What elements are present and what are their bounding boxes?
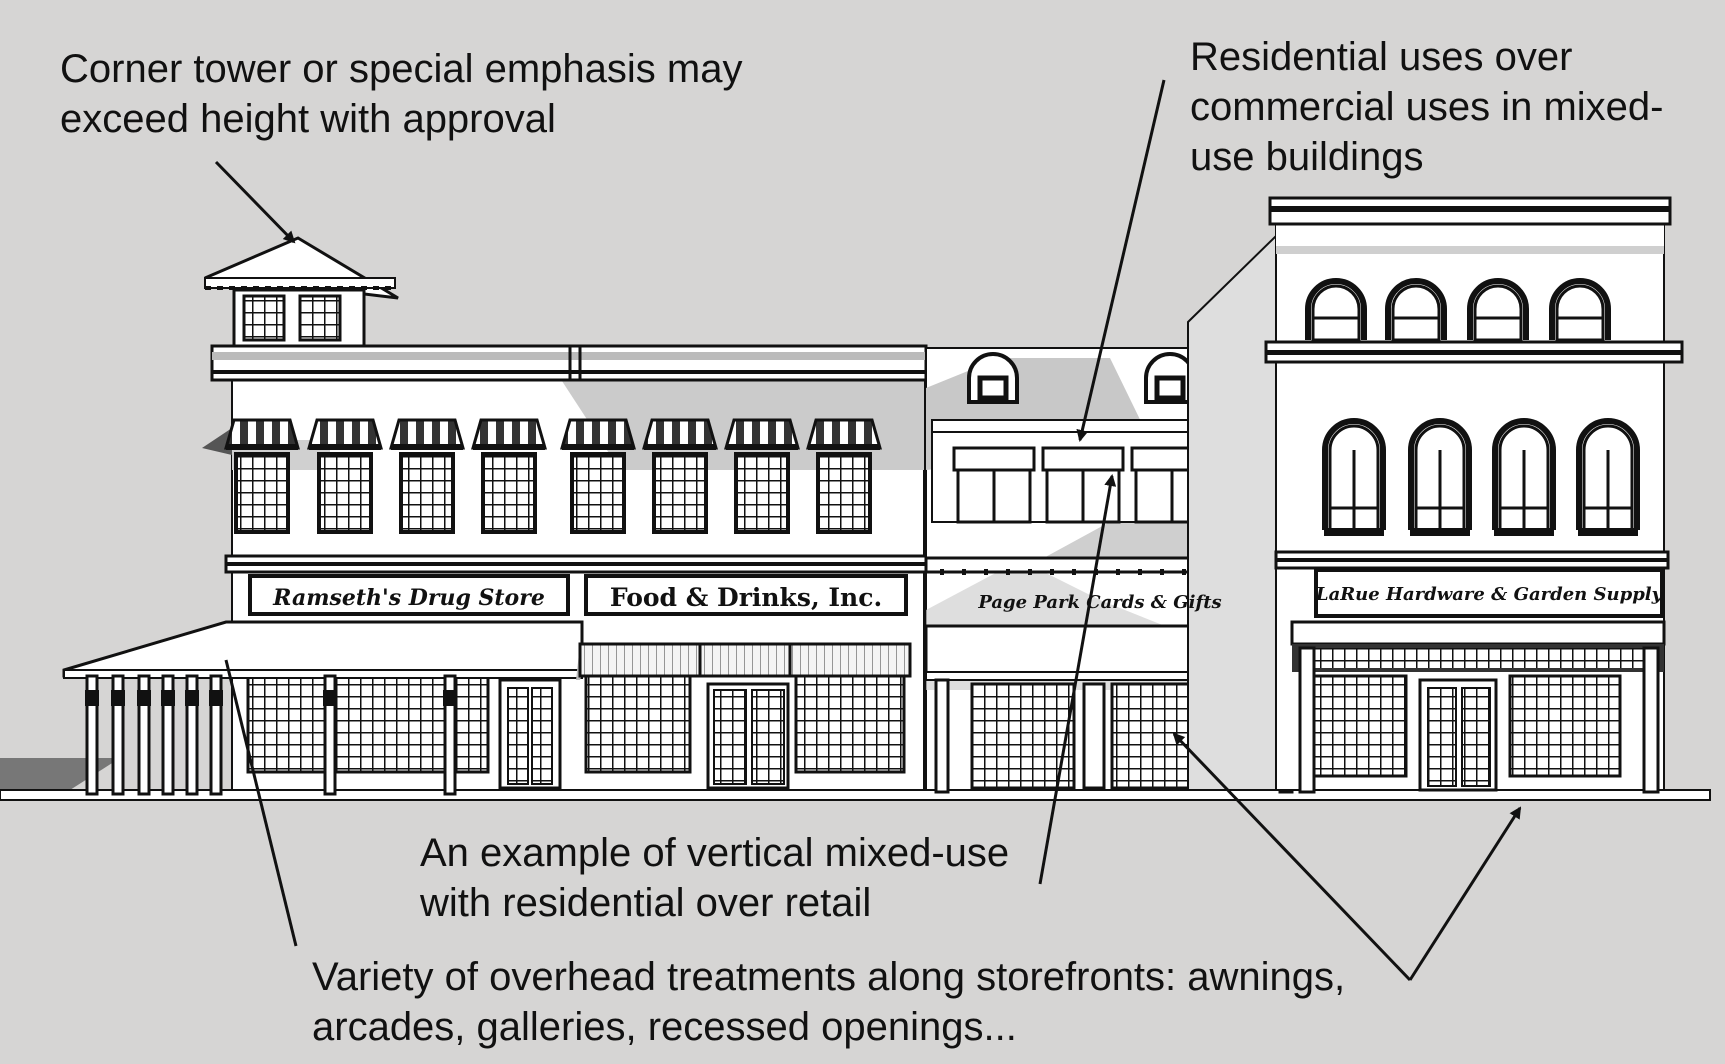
arched-windows-middle	[1322, 418, 1640, 536]
window-awning-valance	[726, 444, 798, 450]
window-awning-valance	[644, 444, 716, 450]
vertical-mixed-use-annotation: An example of vertical mixed-use with re…	[420, 828, 1009, 928]
tall-arched-window-frame	[1492, 418, 1556, 530]
fluted-awning	[578, 642, 912, 678]
tower-arrow	[214, 160, 296, 244]
residential-annotation-line-2: commercial uses in mixed-	[1190, 85, 1664, 129]
arched-window	[1311, 284, 1361, 342]
upper-window	[734, 452, 790, 534]
hardware-storefront	[1298, 646, 1660, 794]
window-awning	[471, 418, 547, 450]
tall-arched-window-frame	[1576, 418, 1640, 530]
window-awning	[642, 418, 718, 450]
bay-canopy	[952, 446, 1036, 472]
residential-windows	[952, 446, 1214, 524]
window-awning	[224, 418, 300, 450]
window-sill	[1410, 528, 1470, 536]
upper-window	[481, 452, 537, 534]
gallery-column	[185, 674, 199, 796]
residential-annotation-line-3: use buildings	[1190, 135, 1424, 179]
gallery-column	[323, 674, 337, 796]
dormer-pane	[1154, 375, 1186, 401]
arched-windows-top	[1305, 278, 1611, 342]
upper-window	[570, 452, 626, 534]
window-awning-valance	[473, 444, 545, 450]
overhead-hardware-arrow	[1408, 806, 1522, 981]
window-awning-valance	[309, 444, 381, 450]
residential-arrow	[1076, 79, 1166, 442]
arched-window-frame	[1305, 278, 1367, 340]
overhead-annotation-line-2: arcades, galleries, recessed openings...	[312, 1005, 1017, 1049]
arched-window-frame	[1467, 278, 1529, 340]
vertical-annotation-line-2: with residential over retail	[420, 881, 872, 925]
arched-window	[1473, 284, 1523, 342]
dormer-windows	[967, 352, 1196, 404]
window-awning	[389, 418, 465, 450]
arched-window-frame	[1385, 278, 1447, 340]
tall-arched-window-frame	[1322, 418, 1386, 530]
drug-store-signboard	[248, 574, 570, 616]
tower-annotation-line-1: Corner tower or special emphasis may	[60, 47, 743, 91]
upper-window	[652, 452, 708, 534]
residential-annotation-line-1: Residential uses over	[1190, 35, 1573, 79]
cards-gifts-sign: Page Park Cards & Gifts	[977, 592, 1221, 613]
bay-canopy	[1041, 446, 1125, 472]
column-capital	[85, 690, 99, 706]
annotation-arrows	[214, 79, 1522, 982]
gallery-column	[85, 674, 99, 796]
corner-tower	[204, 236, 399, 348]
window-awning	[307, 418, 383, 450]
hardware-sign: LaRue Hardware & Garden Supply	[1315, 584, 1664, 605]
residential-annotation: Residential uses over commercial uses in…	[1190, 32, 1663, 182]
arched-window	[1391, 284, 1441, 342]
column-capital	[111, 690, 125, 706]
window-awning	[560, 418, 636, 450]
column-capital	[209, 690, 223, 706]
window-awning-valance	[226, 444, 298, 450]
food-signboard	[584, 574, 908, 616]
tower-annotation-line-2: exceed height with approval	[60, 97, 556, 141]
window-sill	[1494, 528, 1554, 536]
arched-window-frame	[1549, 278, 1611, 340]
vertical-annotation-line-1: An example of vertical mixed-use	[420, 831, 1010, 875]
window-awning	[724, 418, 800, 450]
window-awning-valance	[391, 444, 463, 450]
upper-window	[399, 452, 455, 534]
upper-floor-windows	[224, 418, 882, 534]
overhead-treatments-annotation: Variety of overhead treatments along sto…	[312, 952, 1345, 1052]
window-awning-valance	[808, 444, 880, 450]
drug-store-sign: Ramseth's Drug Store	[272, 585, 545, 611]
gallery-column	[137, 674, 151, 796]
window-awning-valance	[562, 444, 634, 450]
upper-window	[234, 452, 290, 534]
column-capital	[323, 690, 337, 706]
gallery-column	[161, 674, 175, 796]
tall-arched-window-frame	[1408, 418, 1472, 530]
upper-window	[317, 452, 373, 534]
food-drinks-sign: Food & Drinks, Inc.	[610, 583, 882, 612]
window-awning	[806, 418, 882, 450]
overhead-recessed-arrow	[1172, 732, 1412, 982]
gallery-column	[209, 674, 223, 796]
overhead-gallery-pointer	[224, 659, 298, 947]
column-capital	[137, 690, 151, 706]
overhead-annotation-line-1: Variety of overhead treatments along sto…	[312, 955, 1346, 999]
arched-window	[1555, 284, 1605, 342]
column-capital	[185, 690, 199, 706]
tower-annotation: Corner tower or special emphasis may exc…	[60, 44, 742, 144]
column-capital	[443, 690, 457, 706]
gallery-columns	[85, 674, 457, 796]
gallery-awning	[62, 620, 594, 680]
column-capital	[161, 690, 175, 706]
gallery-column	[111, 674, 125, 796]
upper-window	[816, 452, 872, 534]
window-sill	[1324, 528, 1384, 536]
gallery-column	[443, 674, 457, 796]
hardware-signboard	[1314, 568, 1664, 618]
vertical-mixed-use-arrow	[1038, 474, 1117, 885]
window-sill	[1578, 528, 1638, 536]
dormer-pane	[977, 375, 1009, 401]
